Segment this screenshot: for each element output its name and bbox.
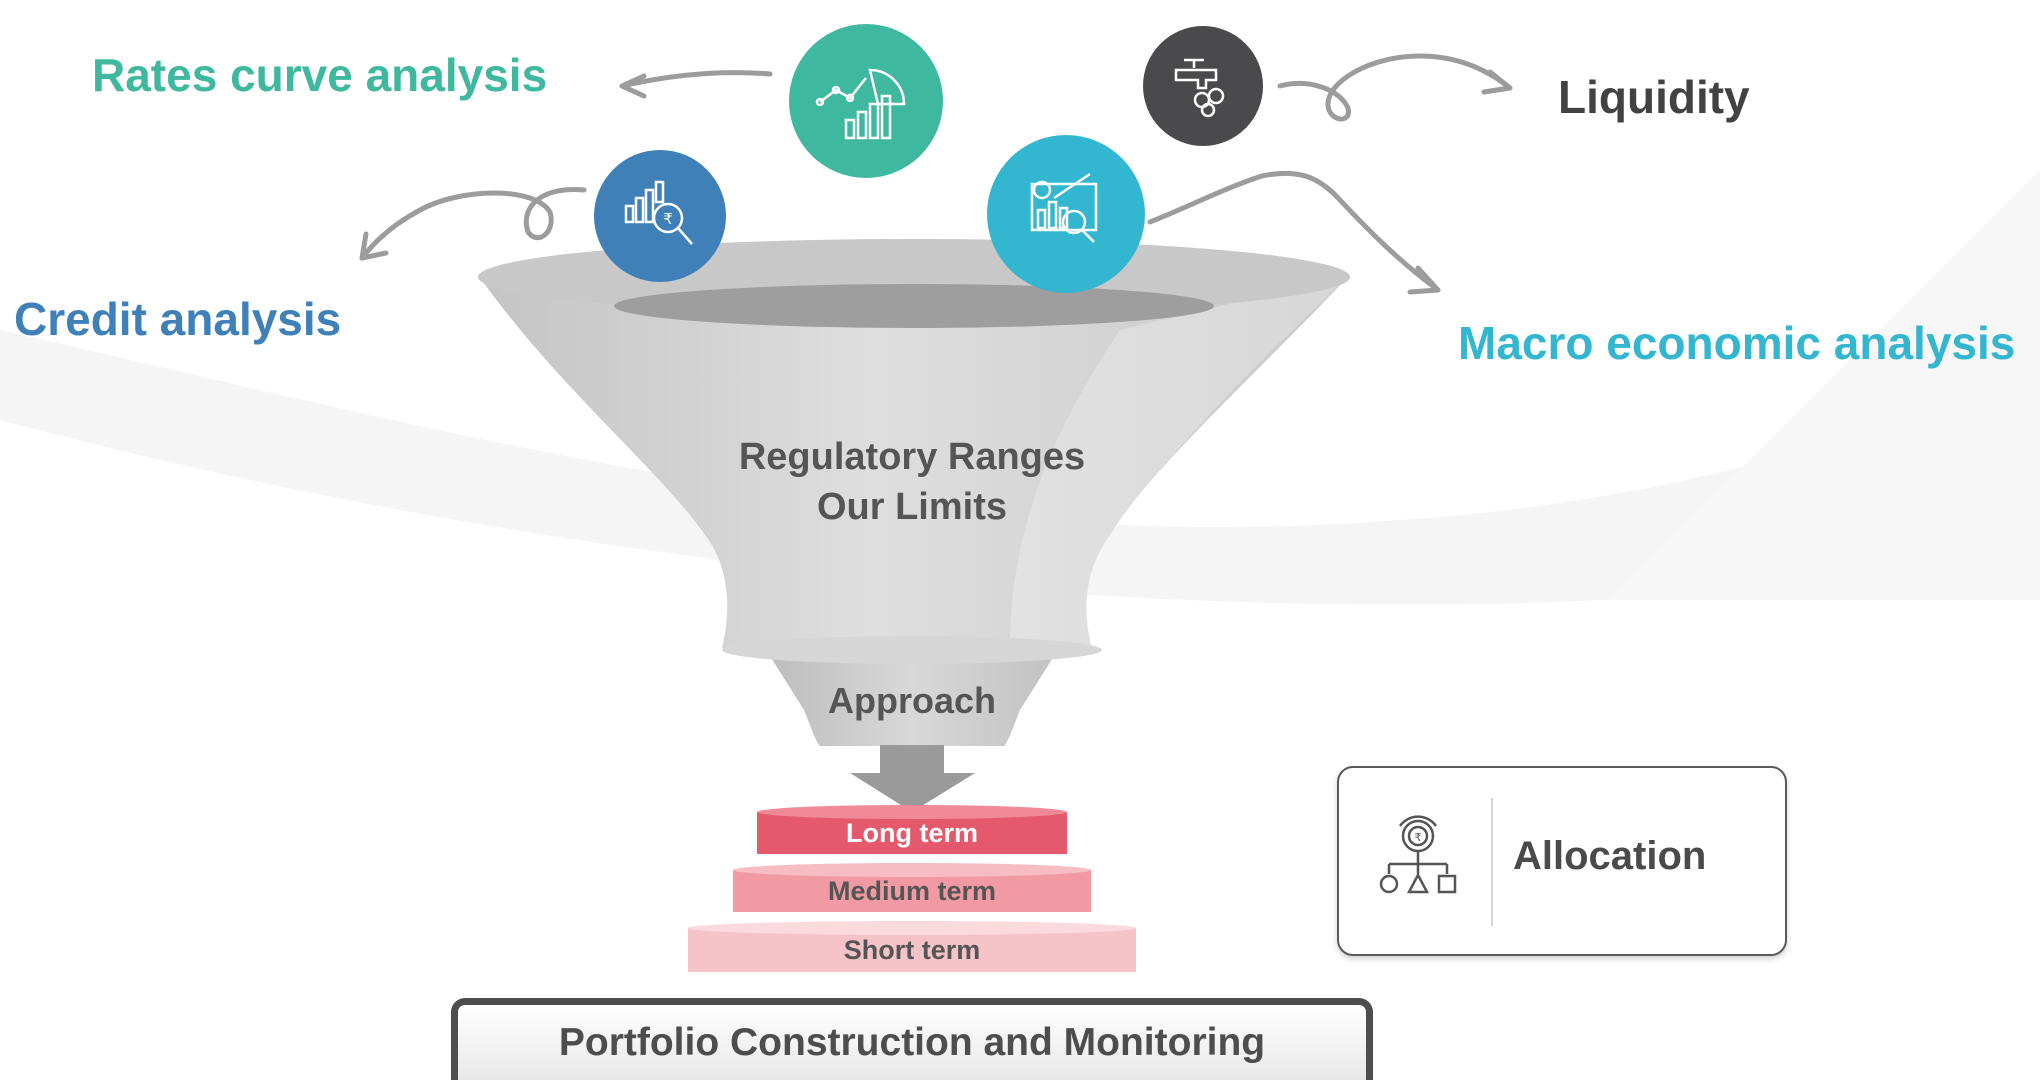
arrow-to-liquidity (1277, 53, 1513, 122)
macro-growth-icon (987, 135, 1145, 293)
tier-short-term-label: Short term (843, 935, 981, 965)
arrowhead-macro (1407, 265, 1441, 295)
allocation-divider (1491, 798, 1493, 926)
arrow-to-rates (619, 70, 773, 89)
funnel (478, 239, 1350, 746)
approach-down-arrow (850, 745, 975, 812)
tier-medium-shape (733, 863, 1091, 912)
portfolio-construction-label: Portfolio Construction and Monitoring (558, 1021, 1266, 1064)
tier-long-shape (757, 805, 1067, 854)
rates-curve-analysis-label: Rates curve analysis (92, 49, 548, 101)
arrow-to-credit (359, 187, 587, 261)
connector-arrows (359, 53, 1513, 293)
allocation-card: ₹ Allocation (1337, 766, 1787, 956)
allocation-label: Allocation (1513, 834, 1707, 878)
approach-label: Approach (827, 680, 996, 721)
arrowheads (359, 69, 1513, 295)
arrowhead-credit (359, 231, 389, 261)
tier-long-term-label: Long term (846, 818, 978, 848)
macro-economic-analysis-label: Macro economic analysis (1458, 317, 2016, 369)
portfolio-construction-bar: Portfolio Construction and Monitoring (451, 998, 1373, 1080)
credit-analysis-label: Credit analysis (14, 293, 342, 345)
funnel-text-our-limits: Our Limits (816, 486, 1008, 528)
arrowhead-liquidity (1481, 69, 1513, 95)
tier-short-shape (688, 921, 1136, 972)
background-swoosh (0, 170, 2040, 605)
arrowhead-rates (619, 73, 647, 99)
svg-text:₹: ₹ (1415, 831, 1422, 844)
allocation-gear-icon: ₹ (1379, 815, 1457, 894)
credit-search-icon: ₹ (594, 150, 726, 282)
arrow-to-macro (1147, 170, 1441, 293)
svg-text:₹: ₹ (663, 210, 673, 228)
liquidity-label: Liquidity (1558, 71, 1750, 123)
tier-medium-term-label: Medium term (827, 876, 997, 906)
rates-chart-icon (789, 24, 943, 178)
funnel-text-regulatory-ranges: Regulatory Ranges (738, 436, 1086, 478)
liquidity-tap-icon (1143, 26, 1263, 146)
